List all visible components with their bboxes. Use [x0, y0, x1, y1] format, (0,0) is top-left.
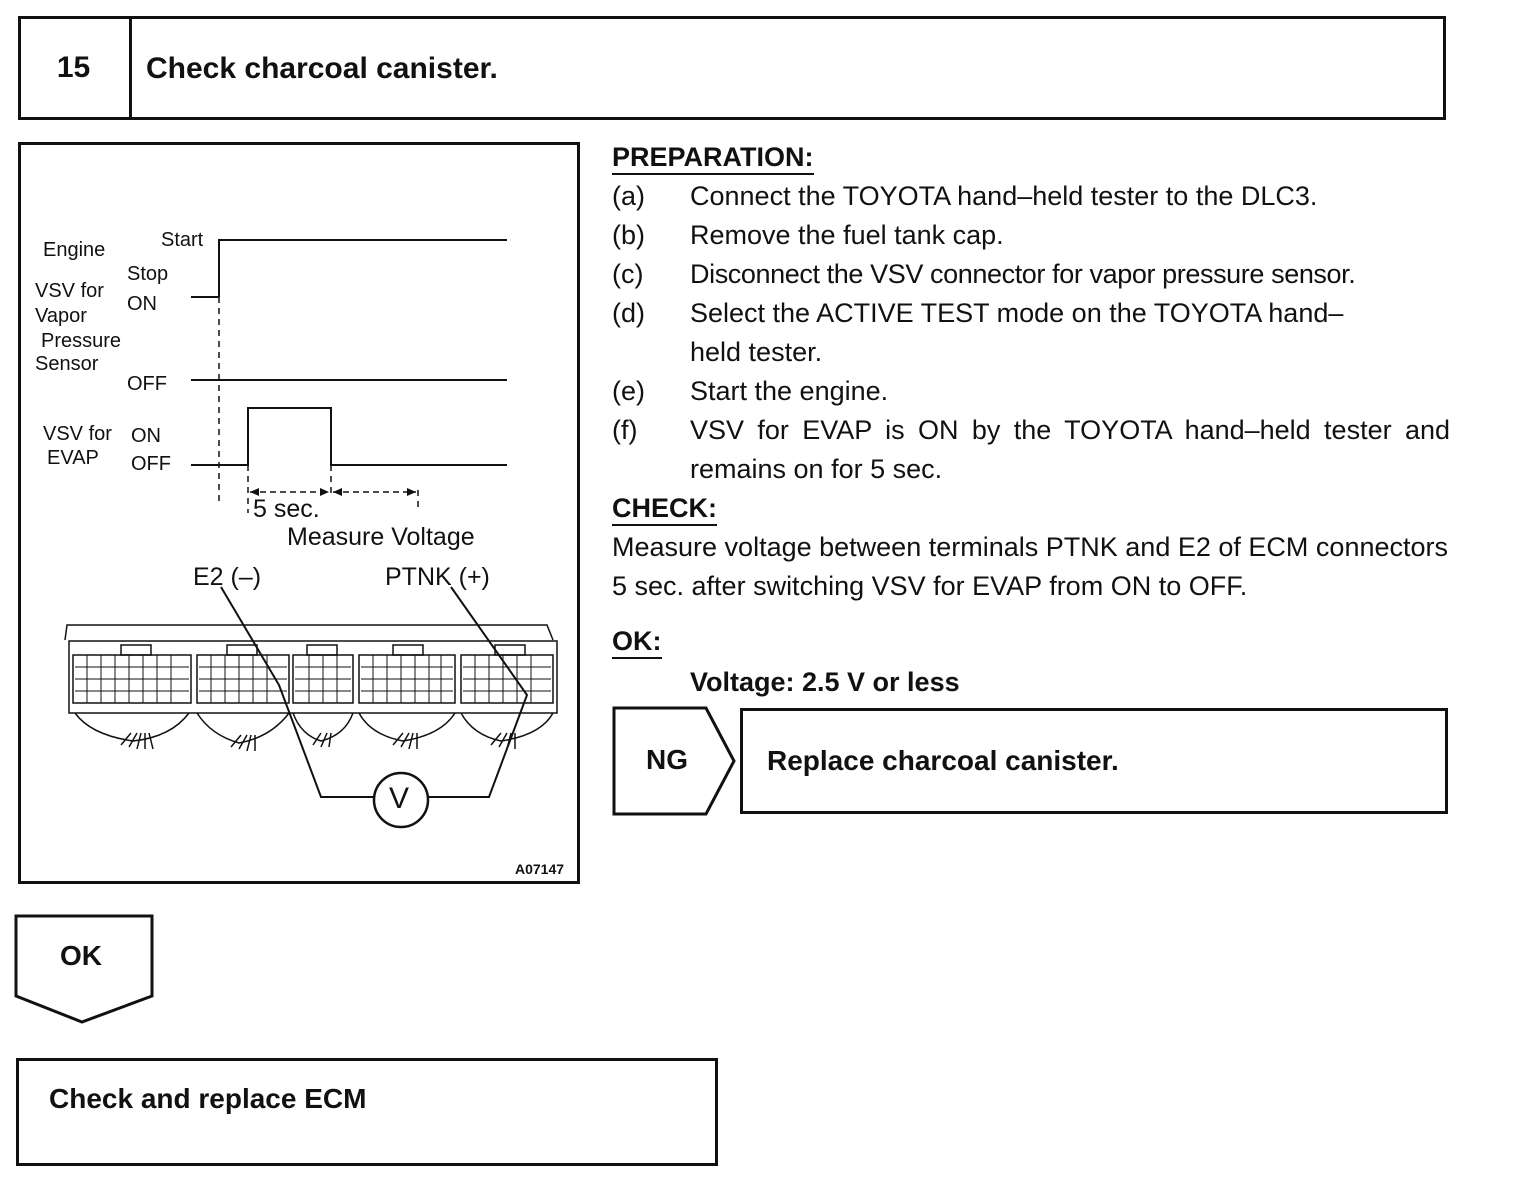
ok-arrow-shape	[14, 914, 154, 1024]
ok-action-text: Check and replace ECM	[49, 1083, 367, 1114]
voltmeter-symbol: V	[389, 782, 410, 815]
ng-action-box: Replace charcoal canister.	[740, 708, 1448, 814]
ng-action-text: Replace charcoal canister.	[767, 745, 1119, 776]
ok-label: OK	[60, 940, 102, 971]
timing-diagram-svg	[64, 239, 558, 829]
ng-label: NG	[646, 744, 688, 775]
ok-action-box: Check and replace ECM	[16, 1058, 718, 1166]
check-text: Measure voltage between terminals PTNK a…	[612, 532, 1448, 601]
prep-item-f: (f)VSV for EVAP is ON by the TOYOTA hand…	[612, 415, 1450, 484]
prep-item-b: (b)Remove the fuel tank cap.	[612, 220, 1004, 250]
ok-heading: OK:	[612, 625, 662, 659]
duration-label: 5 sec.	[253, 495, 320, 523]
evap-on-label: ON	[131, 425, 161, 447]
vsv-vapor-label: VSV for Vapor Pressure Sensor	[35, 280, 122, 375]
e2-probe-lead	[220, 586, 373, 798]
preparation-heading: PREPARATION:	[612, 141, 814, 175]
instructions-column: PREPARATION: (a)Connect the TOYOTA hand–…	[612, 138, 1452, 702]
ptnk-label: PTNK (+)	[385, 563, 490, 591]
prep-item-e: (e)Start the engine.	[612, 376, 889, 406]
measure-voltage-label: Measure Voltage	[287, 523, 475, 551]
check-heading: CHECK:	[612, 492, 717, 526]
evap-pulse-line	[191, 407, 507, 466]
step-header	[18, 16, 1446, 120]
vapor-off-label: OFF	[127, 373, 167, 395]
evap-off-label: OFF	[131, 453, 171, 475]
prep-item-a: (a)Connect the TOYOTA hand–held tester t…	[612, 181, 1318, 211]
engine-label: Engine	[43, 239, 106, 261]
vsv-evap-label: VSV for EVAP	[43, 423, 112, 469]
prep-item-d: (d)Select the ACTIVE TEST mode on the TO…	[612, 298, 1344, 367]
vapor-on-label: ON	[127, 293, 157, 315]
voltmeter-icon	[372, 771, 430, 829]
start-label: Start	[161, 229, 204, 251]
timing-diagram-figure: Engine Start Stop VSV for Vapor Pressure…	[18, 142, 580, 884]
step-number: 15	[18, 16, 132, 120]
figure-id: A07147	[515, 861, 565, 877]
ecm-connector	[64, 624, 558, 752]
stop-label: Stop	[127, 263, 169, 285]
ptnk-probe-lead	[429, 586, 529, 798]
step-title: Check charcoal canister.	[146, 52, 498, 85]
ng-arrow-shape	[612, 706, 736, 816]
engine-signal-line	[218, 239, 507, 297]
voltage-spec: Voltage: 2.5 V or less	[690, 667, 960, 697]
e2-label: E2 (–)	[193, 563, 262, 591]
prep-item-c: (c)Disconnect the VSV connector for vapo…	[612, 259, 1356, 289]
